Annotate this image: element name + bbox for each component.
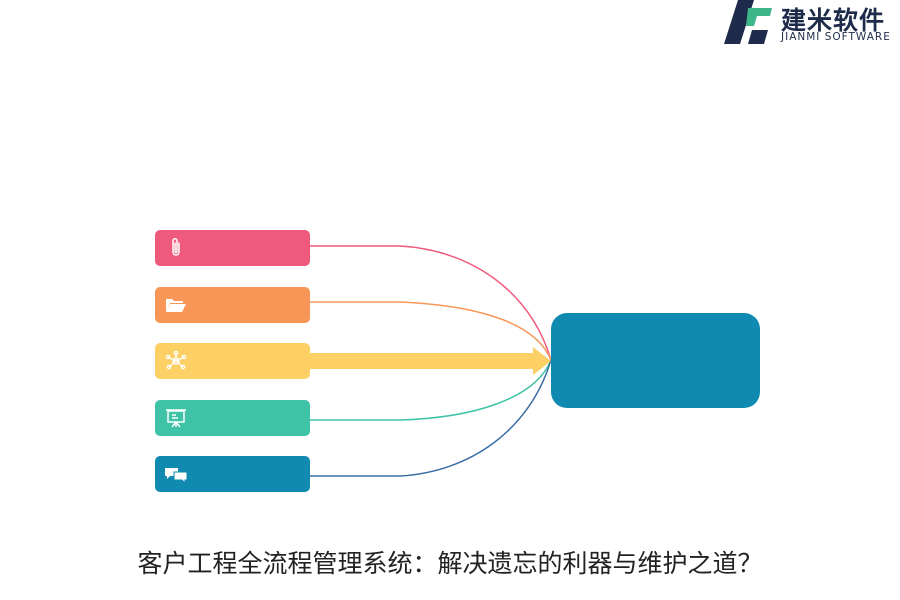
chat-bubbles-icon: [165, 468, 188, 485]
connector-1: [310, 245, 552, 361]
source-node-4: [155, 400, 310, 436]
connector-4: [310, 359, 552, 421]
paperclip-icon: [172, 238, 180, 256]
jianmi-logo-icon: [724, 0, 772, 44]
source-node-2: [155, 287, 310, 323]
source-node-3: [155, 343, 310, 379]
highlight-arrow: [310, 347, 551, 375]
source-node-5: [155, 456, 310, 492]
folder-open-icon: [166, 299, 186, 312]
presentation-board-icon: [166, 409, 186, 428]
network-hub-icon: [165, 350, 187, 370]
connector-2: [310, 301, 552, 361]
brand-name-en: JIANMI SOFTWARE: [781, 31, 891, 43]
page-caption: 客户工程全流程管理系统：解决遗忘的利器与维护之道？: [137, 549, 763, 578]
target-node: [551, 313, 760, 408]
source-node-1: [155, 230, 310, 266]
brand-name-cn: 建米软件: [781, 6, 886, 35]
brand-logo: 建米软件 JIANMI SOFTWARE: [724, 0, 900, 48]
connector-5: [310, 359, 552, 477]
